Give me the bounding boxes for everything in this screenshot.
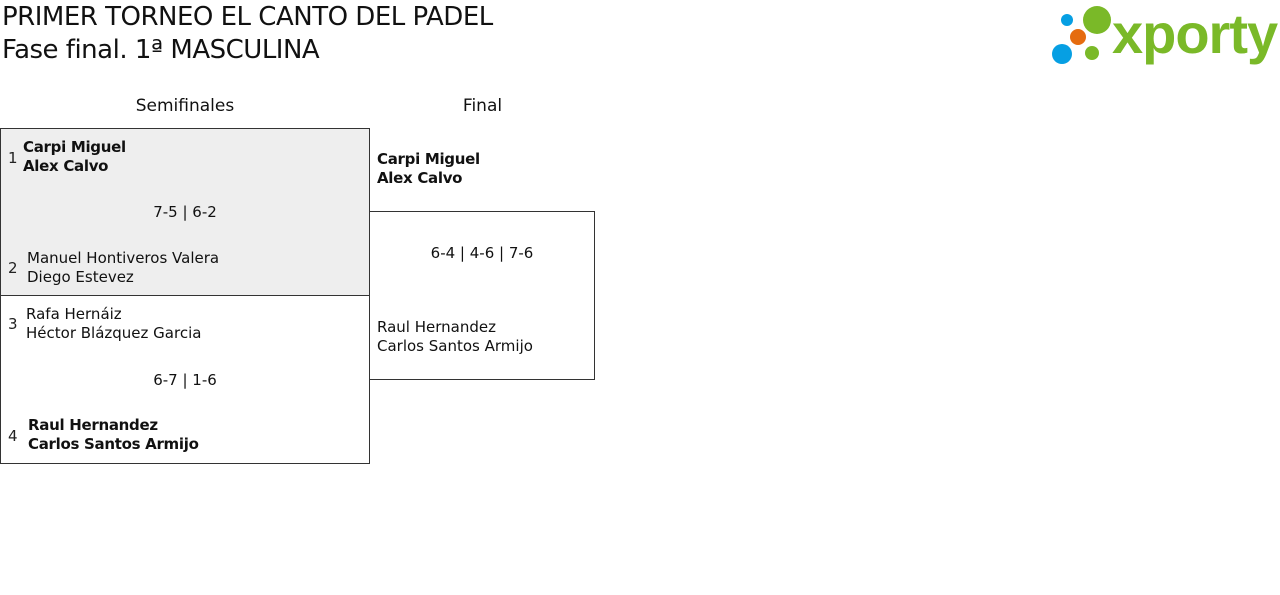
tournament-title: PRIMER TORNEO EL CANTO DEL PADEL	[2, 2, 493, 32]
team-winner: Raul Hernandez Carlos Santos Armijo	[28, 416, 199, 454]
match-score: 6-4 | 4-6 | 7-6	[430, 244, 534, 262]
logo-dots-icon	[1052, 6, 1111, 64]
match-score: 7-5 | 6-2	[153, 203, 217, 221]
team: Rafa Hernáiz Héctor Blázquez Garcia	[26, 305, 201, 343]
player: Alex Calvo	[377, 169, 463, 187]
player: Carpi Miguel	[23, 138, 126, 156]
seed: 4	[8, 427, 18, 445]
team: Raul Hernandez Carlos Santos Armijo	[377, 318, 533, 356]
player: Raul Hernandez	[28, 416, 158, 434]
match-score: 6-7 | 1-6	[153, 371, 217, 389]
player: Alex Calvo	[23, 157, 109, 175]
seed: 2	[8, 259, 18, 277]
player: Carlos Santos Armijo	[377, 337, 533, 355]
seed: 1	[8, 149, 18, 167]
player: Rafa Hernáiz	[26, 305, 122, 323]
player: Carpi Miguel	[377, 150, 480, 168]
round-header-final: Final	[462, 96, 503, 116]
player: Héctor Blázquez Garcia	[26, 324, 202, 342]
player: Diego Estevez	[27, 268, 134, 286]
final-team-winner: Carpi Miguel Alex Calvo	[377, 150, 480, 188]
team: Manuel Hontiveros Valera Diego Estevez	[27, 249, 219, 287]
seed: 3	[8, 315, 18, 333]
final-match[interactable]: 6-4 | 4-6 | 7-6 Raul Hernandez Carlos Sa…	[369, 211, 595, 380]
round-header-semifinales: Semifinales	[135, 96, 235, 116]
team-winner: Carpi Miguel Alex Calvo	[23, 138, 126, 176]
xporty-logo[interactable]: xporty	[1050, 2, 1278, 68]
player: Raul Hernandez	[377, 318, 496, 336]
phase-title: Fase final. 1ª MASCULINA	[2, 35, 320, 65]
semifinal-match-2[interactable]: 3 Rafa Hernáiz Héctor Blázquez Garcia 6-…	[0, 295, 370, 464]
player: Manuel Hontiveros Valera	[27, 249, 220, 267]
semifinal-match-1[interactable]: 1 Carpi Miguel Alex Calvo 7-5 | 6-2 2 Ma…	[0, 128, 370, 296]
player: Carlos Santos Armijo	[28, 435, 199, 453]
logo-text: xporty	[1112, 2, 1278, 65]
